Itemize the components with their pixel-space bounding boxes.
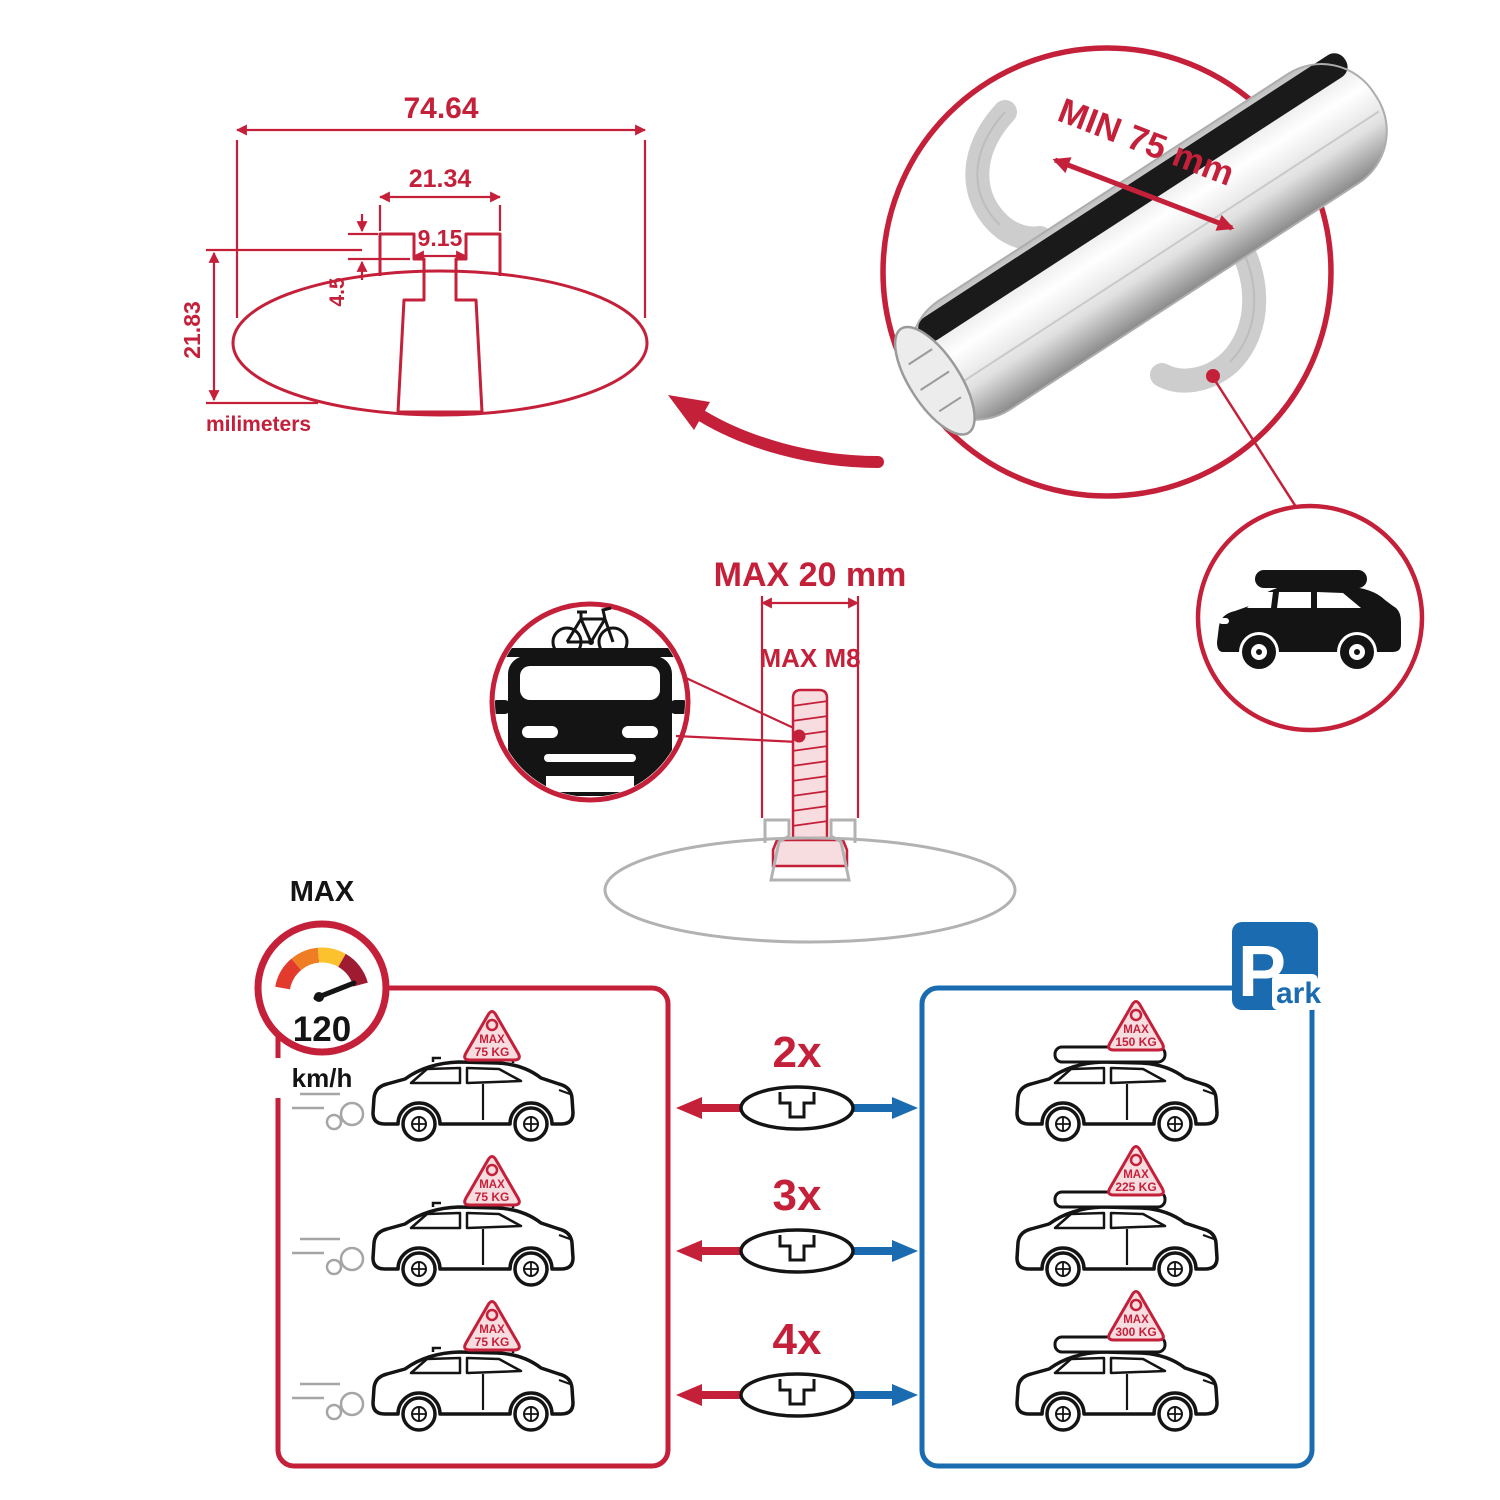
max-thread-label: MAX M8	[759, 643, 860, 673]
dim-slot-inner-label: 9.15	[418, 225, 463, 251]
quantity-label: 2x	[773, 1028, 822, 1077]
sign-value: 300 KG	[1115, 1325, 1156, 1339]
park-letter: P	[1238, 932, 1286, 1012]
car-front-icon	[495, 648, 685, 796]
tbolt-diagram: MAX 20 mm MAX M8	[603, 556, 1017, 944]
sign-title: MAX	[479, 1034, 505, 1046]
sign-title: MAX	[1123, 1169, 1149, 1181]
parked-car-row: MAX 300 KG	[1015, 1290, 1219, 1432]
right-arrow-icon	[892, 1097, 918, 1119]
parked-car-row: MAX 150 KG	[1015, 1000, 1219, 1142]
quantity-row: 2x	[676, 1028, 918, 1131]
dim-total-width-label: 74.64	[403, 92, 478, 125]
sign-value: 75 KG	[475, 1190, 510, 1204]
right-arrow-icon	[892, 1240, 918, 1262]
max-bolt-length-label: MAX 20 mm	[714, 556, 907, 594]
sign-title: MAX	[1123, 1024, 1149, 1036]
crossbar-section-icon	[739, 1372, 855, 1418]
park-sign: P ark	[1232, 922, 1321, 1012]
grey-profile-icon	[603, 818, 1017, 944]
driving-car-row: MAX 75 KG	[290, 1300, 575, 1432]
sign-title: MAX	[479, 1324, 505, 1336]
driving-car-row: MAX 75 KG	[290, 1010, 575, 1142]
quantity-label: 3x	[773, 1171, 822, 1220]
car-front-circle	[489, 601, 799, 803]
t-slot-profile	[378, 232, 502, 414]
crossbar-section-icon	[739, 1085, 855, 1131]
bar-cross-section-outline	[231, 269, 649, 417]
sign-value: 225 KG	[1115, 1180, 1156, 1194]
dim-lip-depth-label: 4.5	[326, 277, 349, 307]
crossbar-detail-circle: MIN 75 mm	[880, 45, 1388, 511]
speed-max-label: MAX	[290, 876, 355, 908]
quantity-row: 4x	[676, 1315, 918, 1418]
right-arrow-icon	[892, 1384, 918, 1406]
units-label: milimeters	[206, 413, 311, 436]
dim-total-height-label: 21.83	[179, 301, 205, 359]
left-arrow-icon	[676, 1384, 702, 1406]
speedometer-icon	[275, 947, 368, 1002]
sign-title: MAX	[479, 1179, 505, 1191]
sign-value: 75 KG	[475, 1335, 510, 1349]
detail-circle-ring	[880, 45, 1334, 499]
dimension-diagram: 74.64 21.34 9.15 4.5 21.83 milimeters	[179, 92, 649, 436]
callout-dot	[1206, 369, 1220, 383]
crossbar-section-icon	[739, 1228, 855, 1274]
clamp-sketch-icon	[965, 100, 1267, 393]
sign-value: 150 KG	[1115, 1035, 1156, 1049]
vehicle-circle	[1195, 503, 1425, 733]
parked-car-row: MAX 225 KG	[1015, 1145, 1219, 1287]
driving-car-row: MAX 75 KG	[290, 1155, 575, 1287]
speed-units: km/h	[292, 1063, 353, 1093]
speed-value: 120	[293, 1010, 351, 1049]
callout-dot	[792, 729, 806, 743]
speed-limit-badge: MAX 120 km/h	[254, 876, 390, 1093]
quantity-row: 3x	[676, 1171, 918, 1274]
suv-roofbox-icon	[1217, 570, 1401, 669]
detail-pointer-arrow	[668, 395, 884, 468]
tbolt-icon	[771, 688, 849, 868]
park-suffix: ark	[1276, 977, 1321, 1010]
dim-slot-outer-label: 21.34	[409, 165, 472, 193]
left-arrow-icon	[676, 1097, 702, 1119]
sign-value: 75 KG	[475, 1045, 510, 1059]
quantity-label: 4x	[773, 1315, 822, 1364]
sign-title: MAX	[1123, 1314, 1149, 1326]
left-arrow-icon	[676, 1240, 702, 1262]
